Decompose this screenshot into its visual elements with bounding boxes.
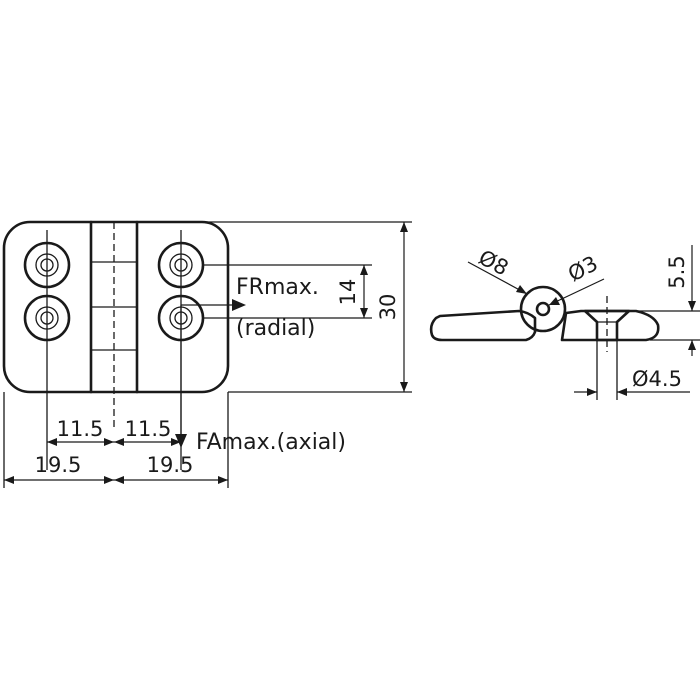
force-axial: FAmax.(axial)	[175, 305, 346, 455]
side-view-knuckle	[519, 285, 567, 333]
hinge-side-view	[429, 285, 660, 352]
dimension-label-leaf-thickness: 5.5	[665, 255, 689, 288]
dimension-half-widths: 19.5 19.5	[3, 392, 229, 488]
dimension-label-hole-offset-right: 11.5	[125, 417, 172, 441]
dimension-countersink-diameter: Ø4.5	[574, 340, 690, 400]
dimension-pin-diameter: Ø3	[548, 251, 605, 306]
force-radial-label-line1: FRmax.	[236, 275, 319, 300]
hinge-outline	[2, 220, 230, 394]
dimension-label-pin-diameter: Ø3	[564, 251, 602, 286]
dimension-label-hole-spacing: 14	[336, 279, 360, 306]
side-view-left-leaf	[429, 309, 537, 342]
dimension-label-overall-height: 30	[376, 294, 400, 321]
dimension-hole-spacing: 14	[203, 264, 372, 319]
dimension-label-countersink-diameter: Ø4.5	[632, 367, 682, 391]
dimension-label-knuckle-diameter: Ø8	[475, 245, 513, 280]
force-axial-label: FAmax.(axial)	[196, 430, 346, 455]
dimension-overall-height: 30	[205, 221, 412, 393]
hinge-front-view	[2, 220, 230, 470]
dimension-knuckle-diameter: Ø8	[467, 245, 528, 295]
dimension-label-half-width-left: 19.5	[35, 453, 82, 477]
dimension-label-hole-offset-left: 11.5	[57, 417, 104, 441]
dimension-label-half-width-right: 19.5	[147, 453, 194, 477]
dimension-leaf-thickness: 5.5	[596, 245, 700, 356]
dimension-hole-offsets: 11.5 11.5	[47, 417, 181, 446]
force-radial: FRmax. (radial)	[181, 275, 319, 341]
force-radial-label-line2: (radial)	[236, 316, 315, 341]
side-view-right-leaf-section	[560, 309, 660, 342]
side-view-pin	[535, 301, 551, 317]
